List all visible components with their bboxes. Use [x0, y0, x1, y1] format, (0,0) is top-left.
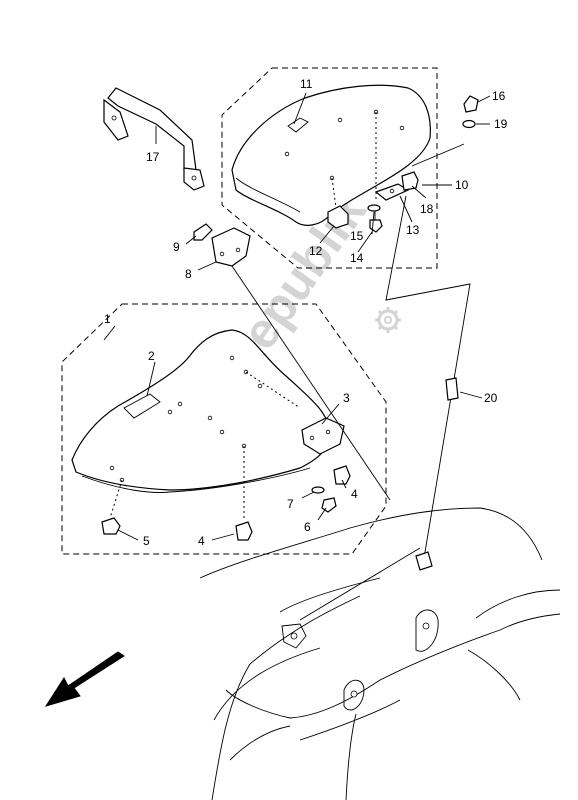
front-direction-arrow-icon — [44, 651, 125, 707]
bolt-part-6 — [321, 497, 337, 513]
damper-part-4-upper — [333, 465, 351, 485]
washer-part-7 — [311, 486, 325, 494]
callout-18: 18 — [420, 202, 434, 216]
bracket-part-8 — [211, 227, 251, 267]
callout-4-upper: 4 — [351, 487, 358, 501]
callout-labels: 1 2 3 4 4 5 6 7 8 9 10 11 12 13 14 15 16… — [104, 77, 508, 548]
nut-part-16 — [463, 95, 479, 113]
leader-19-to-18 — [411, 143, 465, 167]
damper-part-5 — [101, 517, 121, 535]
callout-9: 9 — [173, 240, 180, 254]
callout-2: 2 — [148, 349, 155, 363]
bolt-part-9 — [193, 223, 213, 241]
callout-19: 19 — [494, 117, 508, 131]
callout-14: 14 — [350, 251, 364, 265]
callout-12: 12 — [309, 244, 323, 258]
callout-8: 8 — [185, 267, 192, 281]
callout-6: 6 — [304, 520, 311, 534]
damper-part-4-lower — [235, 521, 253, 541]
callout-10: 10 — [455, 178, 469, 192]
damper-part-18 — [401, 171, 419, 191]
callout-17: 17 — [146, 150, 160, 164]
washer-part-19 — [462, 119, 476, 129]
callout-11: 11 — [300, 77, 313, 91]
callout-3: 3 — [343, 391, 350, 405]
washer-part-15 — [367, 204, 381, 212]
passenger-seat — [231, 84, 431, 226]
gear-icon — [375, 307, 401, 333]
rider-seat — [71, 329, 331, 520]
callout-13: 13 — [406, 223, 420, 237]
rider-seat-group-box — [61, 303, 387, 555]
grab-bar-part-17 — [103, 87, 205, 191]
leader-lines — [103, 92, 491, 541]
passenger-seat-group-box — [221, 67, 438, 269]
callout-16: 16 — [492, 89, 506, 103]
callout-4-lower: 4 — [198, 534, 205, 548]
callout-20: 20 — [484, 391, 498, 405]
seat-lock-cable-part-20 — [385, 195, 471, 571]
callout-15: 15 — [350, 229, 364, 243]
callout-5: 5 — [143, 534, 150, 548]
leader-line-8-3 — [231, 265, 391, 501]
seat-bracket-part-12 — [327, 205, 349, 229]
bracket-part-3 — [301, 417, 345, 455]
callout-1: 1 — [104, 312, 111, 326]
hinge-bracket-part-13 — [374, 183, 410, 201]
rear-fender-frame — [199, 507, 561, 800]
callout-7: 7 — [287, 497, 294, 511]
